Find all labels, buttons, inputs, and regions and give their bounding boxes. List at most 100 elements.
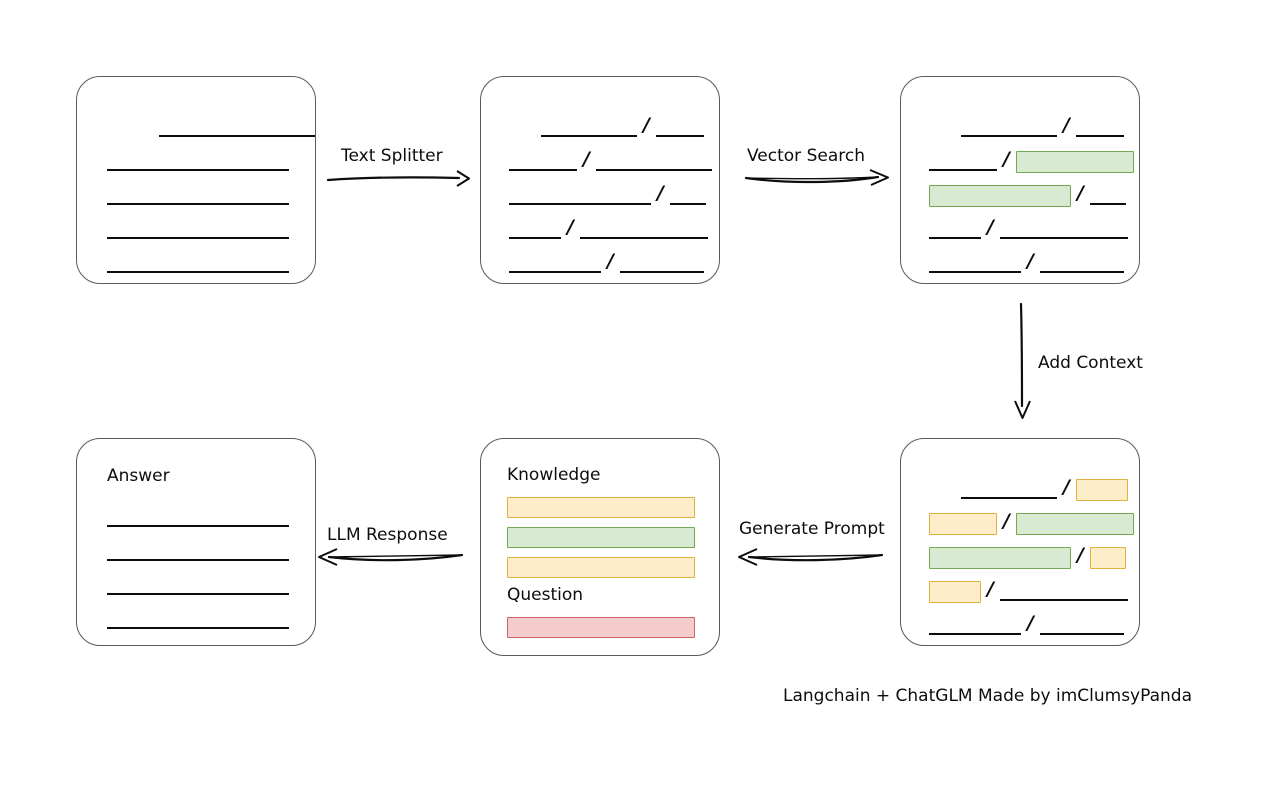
text-line-segment	[929, 256, 1021, 273]
arrow-label-vector-search: Vector Search	[747, 146, 865, 166]
text-line-segment	[107, 222, 289, 239]
generate-prompt-arrow	[738, 548, 884, 566]
arrow-label-llm-response: LLM Response	[327, 525, 448, 545]
text-line-segment	[579, 222, 708, 239]
text-line-segment	[509, 188, 651, 205]
text-line-row: /	[929, 145, 1139, 179]
text-line-row: /	[929, 609, 1139, 643]
text-line-segment	[107, 256, 289, 273]
text-line-row	[107, 603, 315, 637]
chunk-separator-slash: /	[567, 216, 574, 238]
text-line-row: /	[929, 179, 1139, 213]
text-line-segment	[107, 154, 289, 171]
text-line-segment	[999, 584, 1128, 601]
context-chunks-rows: / / / / /	[901, 473, 1139, 643]
text-splitter-arrow	[326, 170, 470, 187]
text-line-segment	[107, 510, 289, 527]
chunk-separator-slash: /	[987, 578, 994, 600]
chunk-separator-slash: /	[1063, 114, 1070, 136]
text-line-row: /	[929, 575, 1139, 609]
text-line-segment	[961, 120, 1057, 137]
answer-rows	[77, 501, 315, 637]
text-line-segment	[999, 222, 1128, 239]
question-heading: Question	[507, 585, 584, 605]
knowledge-bar-2	[507, 527, 695, 548]
text-line-segment	[509, 154, 577, 171]
text-line-row: /	[929, 541, 1139, 575]
knowledge-bar-3	[507, 557, 695, 578]
text-line-row: /	[929, 473, 1139, 507]
highlighted-chunk-yellow	[929, 513, 997, 535]
text-line-row: /	[929, 111, 1139, 145]
chunk-separator-slash: /	[987, 216, 994, 238]
footer-caption: Langchain + ChatGLM Made by imClumsyPand…	[783, 686, 1192, 706]
knowledge-heading: Knowledge	[507, 465, 601, 485]
text-line-segment	[1089, 188, 1126, 205]
text-line-segment	[619, 256, 704, 273]
text-line-segment	[509, 256, 601, 273]
text-line-segment	[541, 120, 637, 137]
chunk-separator-slash: /	[583, 148, 590, 170]
text-line-segment	[655, 120, 704, 137]
chunk-separator-slash: /	[1003, 510, 1010, 532]
text-line-row	[107, 179, 315, 213]
text-line-segment	[961, 482, 1057, 499]
text-line-row	[107, 247, 315, 281]
vector-search-arrow	[744, 169, 889, 186]
chunk-separator-slash: /	[1027, 612, 1034, 634]
text-line-row: /	[509, 213, 719, 247]
text-line-row: /	[929, 247, 1139, 281]
text-line-row: /	[509, 145, 719, 179]
arrow-label-generate-prompt: Generate Prompt	[739, 519, 885, 539]
highlighted-chunk-yellow	[929, 581, 981, 603]
source-document-rows	[77, 111, 315, 281]
text-line-segment	[107, 544, 289, 561]
text-line-segment	[1039, 256, 1124, 273]
highlighted-chunk-yellow	[1075, 479, 1128, 501]
answer-heading: Answer	[107, 466, 170, 486]
arrow-label-add-context: Add Context	[1038, 353, 1143, 373]
text-line-segment	[107, 578, 289, 595]
text-line-segment	[1075, 120, 1124, 137]
text-line-row: /	[929, 213, 1139, 247]
vector-search-results-card: / / / / /	[900, 76, 1140, 284]
text-line-segment	[929, 222, 981, 239]
chunk-separator-slash: /	[1027, 250, 1034, 272]
split-chunks-card: /////	[480, 76, 720, 284]
chunk-separator-slash: /	[1063, 476, 1070, 498]
text-line-row	[107, 569, 315, 603]
text-line-segment	[107, 188, 289, 205]
text-line-row: /	[929, 507, 1139, 541]
highlighted-chunk-green	[929, 185, 1071, 207]
text-line-row	[107, 501, 315, 535]
text-line-segment	[509, 222, 561, 239]
text-line-row	[107, 535, 315, 569]
text-line-row	[107, 145, 315, 179]
highlighted-chunk-green	[929, 547, 1071, 569]
highlighted-chunk-green	[1015, 151, 1134, 173]
text-line-segment	[929, 154, 997, 171]
chunk-separator-slash: /	[1003, 148, 1010, 170]
text-line-row: /	[509, 111, 719, 145]
text-line-row	[107, 111, 315, 145]
context-chunks-card: / / / / /	[900, 438, 1140, 646]
arrow-label-text-splitter: Text Splitter	[341, 146, 443, 166]
vector-search-results-rows: / / / / /	[901, 111, 1139, 281]
highlighted-chunk-yellow	[1089, 547, 1126, 569]
highlighted-chunk-green	[1015, 513, 1134, 535]
text-line-segment	[929, 618, 1021, 635]
generated-prompt-card: Knowledge Question	[480, 438, 720, 656]
source-document-card	[76, 76, 316, 284]
text-line-segment	[107, 612, 289, 629]
text-line-segment	[595, 154, 712, 171]
chunk-separator-slash: /	[643, 114, 650, 136]
chunk-separator-slash: /	[1077, 544, 1084, 566]
text-line-row	[107, 213, 315, 247]
chunk-separator-slash: /	[657, 182, 664, 204]
text-line-row: /	[509, 179, 719, 213]
chunk-separator-slash: /	[1077, 182, 1084, 204]
text-line-segment	[669, 188, 706, 205]
llm-response-arrow	[318, 548, 464, 566]
text-line-segment	[158, 120, 315, 137]
answer-card: Answer	[76, 438, 316, 646]
